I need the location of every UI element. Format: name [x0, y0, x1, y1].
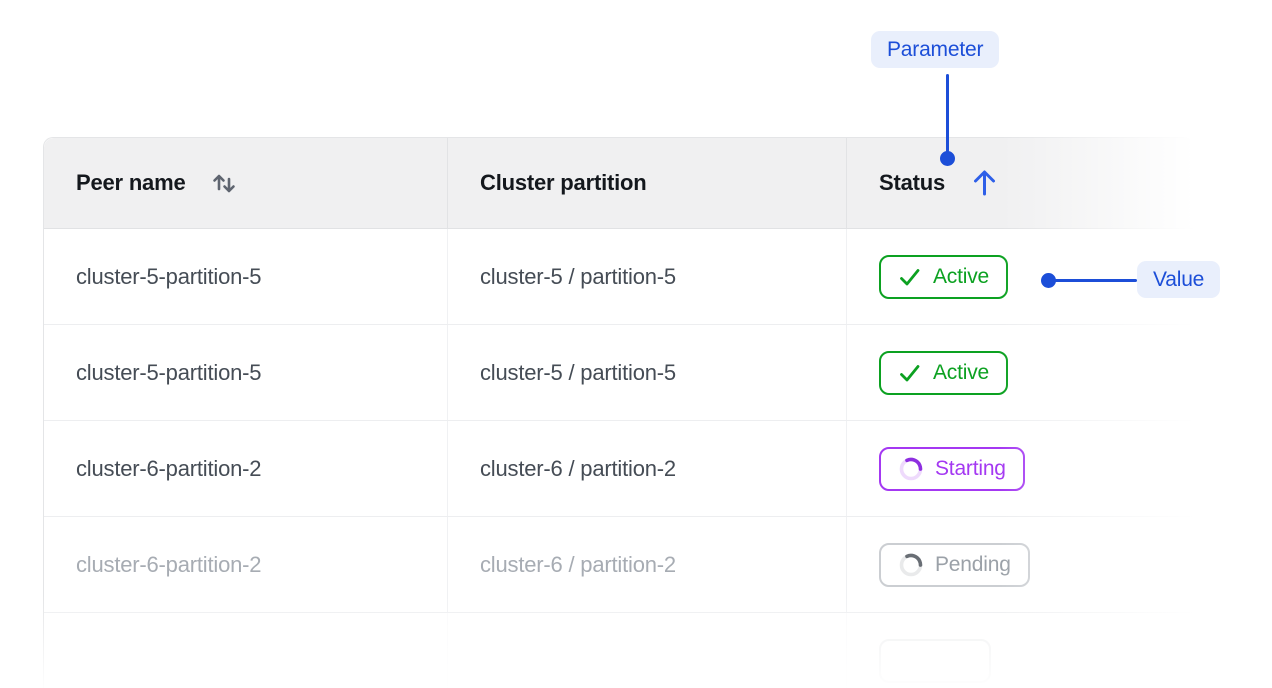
status-badge	[879, 639, 991, 683]
status-label: Active	[933, 361, 989, 384]
sort-both-icon	[208, 167, 240, 199]
value-callout-line	[1053, 279, 1137, 282]
cell-cluster-partition: cluster-5 / partition-5	[448, 229, 847, 324]
column-label: Peer name	[76, 170, 186, 195]
table-row: cluster-6-partition-2 cluster-6 / partit…	[44, 517, 1193, 613]
cell-peer-name: cluster-5-partition-5	[44, 229, 448, 324]
status-badge-active: Active	[879, 350, 1008, 395]
column-label: Cluster partition	[480, 170, 647, 195]
cell-cluster-partition: cluster-5 / partition-5	[448, 325, 847, 420]
peers-table: Peer name Cluster partition Status clust…	[43, 137, 1193, 688]
status-badge-starting: Starting	[879, 446, 1025, 491]
column-header-status[interactable]: Status	[847, 138, 1193, 228]
column-label: Status	[879, 170, 946, 195]
cell-peer-name: cluster-6-partition-2	[44, 517, 448, 612]
check-icon	[898, 265, 922, 289]
status-label: Active	[933, 265, 989, 288]
cell-status: Active	[847, 325, 1193, 420]
parameter-callout-line	[946, 74, 949, 152]
table-header-row: Peer name Cluster partition Status	[44, 138, 1193, 229]
cell-cluster-partition: cluster-6 / partition-2	[448, 517, 847, 612]
table-row: cluster-5-partition-5 cluster-5 / partit…	[44, 325, 1193, 421]
column-header-peer-name[interactable]: Peer name	[44, 138, 448, 228]
value-callout-label: Value	[1137, 261, 1221, 298]
status-badge-active: Active	[879, 254, 1008, 299]
cell-status: Pending	[847, 517, 1193, 612]
sort-asc-icon	[971, 168, 998, 198]
table-row	[44, 613, 1193, 688]
cell-status	[847, 613, 1193, 688]
cell-peer-name	[44, 613, 448, 688]
column-header-cluster-partition[interactable]: Cluster partition	[448, 138, 847, 228]
parameter-callout-dot	[940, 151, 955, 166]
table-row: cluster-6-partition-2 cluster-6 / partit…	[44, 421, 1193, 517]
cell-peer-name: cluster-6-partition-2	[44, 421, 448, 516]
spinner-icon	[898, 456, 924, 482]
cell-cluster-partition	[448, 613, 847, 688]
cell-peer-name: cluster-5-partition-5	[44, 325, 448, 420]
status-label: Starting	[935, 457, 1006, 480]
cell-status: Starting	[847, 421, 1193, 516]
status-label: Pending	[935, 553, 1011, 576]
parameter-callout-label: Parameter	[871, 31, 1000, 68]
spinner-icon	[898, 552, 924, 578]
table-row: cluster-5-partition-5 cluster-5 / partit…	[44, 229, 1193, 325]
cell-cluster-partition: cluster-6 / partition-2	[448, 421, 847, 516]
check-icon	[898, 361, 922, 385]
status-badge-pending: Pending	[879, 542, 1030, 587]
